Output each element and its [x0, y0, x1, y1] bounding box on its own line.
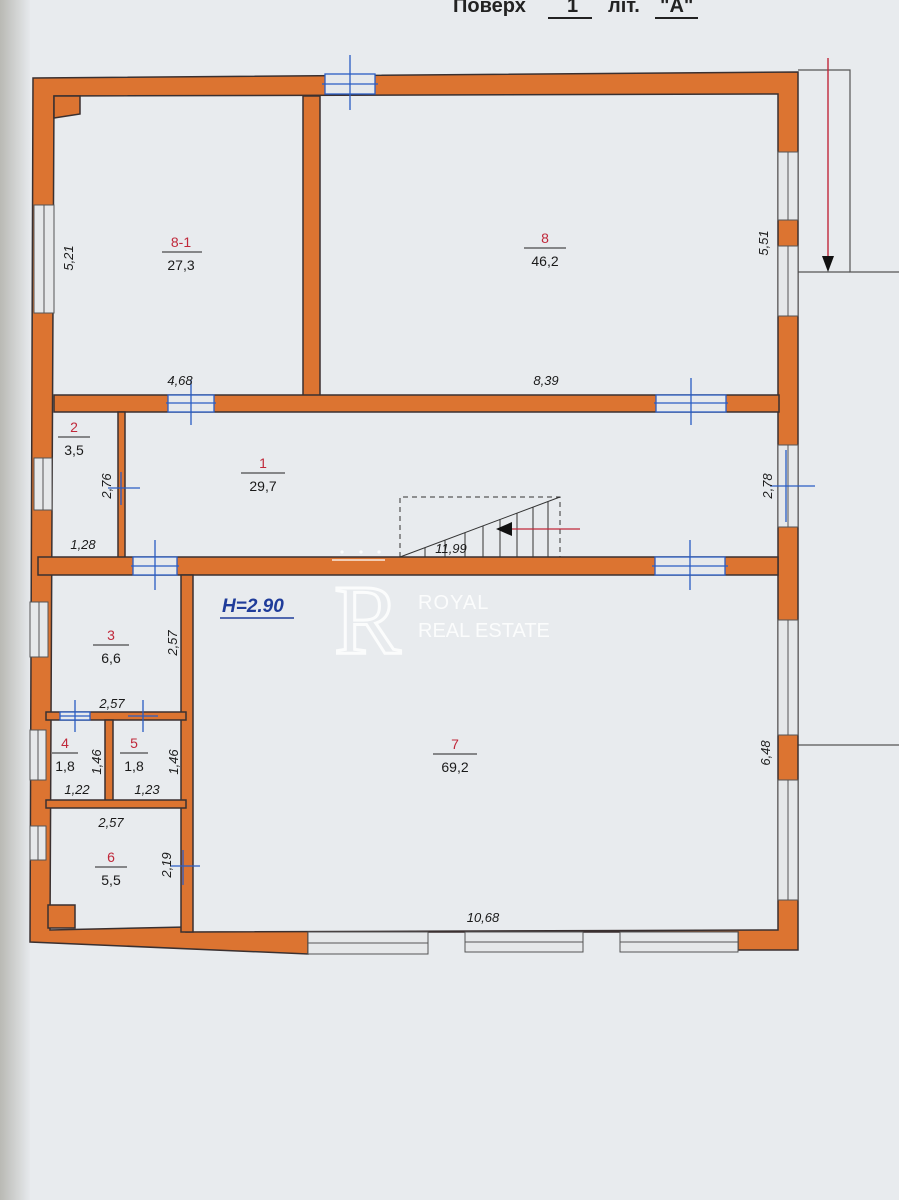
- ceiling-height-label: H=2.90: [222, 596, 284, 617]
- dimension-label: 11,99: [435, 541, 467, 556]
- room-number: 1: [259, 455, 267, 471]
- dimension-label: 6,48: [758, 740, 773, 766]
- dimension-label: 8,39: [533, 373, 558, 388]
- ceiling-height: H=2.90: [220, 596, 294, 619]
- dimensions: 5,21 4,68 8,39 5,51 2,76 1,28 2,78 11,99…: [61, 230, 775, 925]
- dimension-label: 5,51: [756, 230, 771, 255]
- room-area: 3,5: [64, 442, 84, 458]
- watermark-stars: [340, 550, 381, 554]
- room-label: 7 69,2: [433, 736, 477, 775]
- room-area: 46,2: [531, 253, 558, 269]
- room-label: 5 1,8: [120, 735, 148, 774]
- dimension-label: 1,46: [166, 749, 181, 775]
- dimension-label: 4,68: [167, 373, 193, 388]
- watermark-monogram: R: [334, 564, 401, 675]
- room-label: 2 3,5: [58, 419, 90, 458]
- letter-value: "A": [660, 0, 693, 17]
- dimension-label: 1,23: [134, 782, 160, 797]
- room-label: 4 1,8: [52, 735, 78, 774]
- floor-value: 1: [567, 0, 578, 17]
- room-number: 8-1: [171, 234, 191, 250]
- dimension-label: 5,21: [61, 245, 76, 270]
- watermark: R ROYAL REAL ESTATE: [332, 550, 550, 677]
- room-number: 8: [541, 230, 549, 246]
- watermark-line1: ROYAL: [418, 592, 489, 614]
- room-label: 6 5,5: [95, 849, 127, 888]
- dimension-label: 2,19: [159, 852, 174, 878]
- dimension-label: 1,22: [64, 782, 90, 797]
- room-area: 27,3: [167, 257, 194, 273]
- room-number: 6: [107, 849, 115, 865]
- room-label: 8-1 27,3: [162, 234, 202, 273]
- room-area: 1,8: [55, 758, 75, 774]
- watermark-line2: REAL ESTATE: [418, 620, 550, 642]
- room-area: 1,8: [124, 758, 144, 774]
- entrance-arrow: [822, 58, 834, 272]
- staircase: [399, 496, 580, 558]
- floor-header: Поверх 1 літ. "A": [453, 0, 698, 19]
- dimension-label: 1,28: [70, 537, 96, 552]
- room-number: 7: [451, 736, 459, 752]
- outside-lines: [798, 69, 899, 746]
- wall-notches: [47, 95, 81, 929]
- room-area: 69,2: [441, 759, 468, 775]
- dimension-label: 1,46: [89, 749, 104, 775]
- page-edge-shadow: [0, 0, 30, 1200]
- room-area: 5,5: [101, 872, 121, 888]
- door-openings: [59, 55, 815, 885]
- letter-label: літ.: [608, 0, 640, 17]
- floor-label: Поверх: [453, 0, 526, 17]
- dimension-label: 10,68: [467, 910, 500, 925]
- room-labels: 8-1 27,3 8 46,2 2 3,5 1 29,7 3 6,6 4 1,8: [52, 230, 566, 888]
- room-number: 3: [107, 627, 115, 643]
- room-label: 3 6,6: [93, 627, 129, 666]
- room-label: 8 46,2: [524, 230, 566, 269]
- room-area: 6,6: [101, 650, 121, 666]
- dimension-label: 2,78: [760, 473, 775, 500]
- room-number: 2: [70, 419, 78, 435]
- room-label: 1 29,7: [241, 455, 285, 494]
- room-area: 29,7: [249, 478, 276, 494]
- dimension-label: 2,57: [98, 696, 125, 711]
- dimension-label: 2,57: [165, 630, 180, 657]
- room-number: 5: [130, 735, 138, 751]
- room-number: 4: [61, 735, 69, 751]
- windows: [29, 151, 799, 955]
- dimension-label: 2,57: [97, 815, 124, 830]
- dimension-label: 2,76: [99, 473, 114, 500]
